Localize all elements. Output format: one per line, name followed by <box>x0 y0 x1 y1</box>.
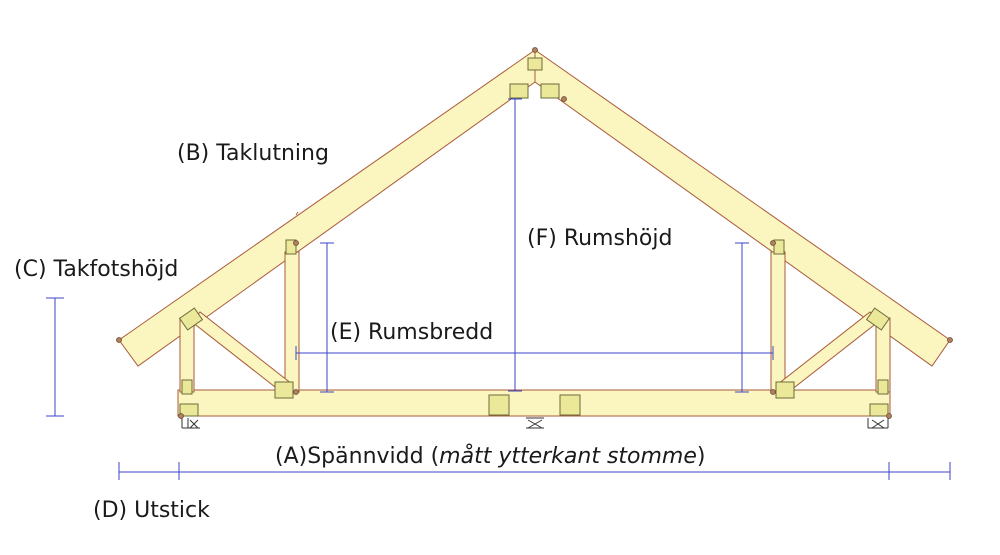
label-a-suffix: ) <box>696 444 706 469</box>
label-d-overhang: (D) Utstick <box>93 498 210 523</box>
gusset-plates <box>178 57 891 417</box>
label-a-italic: mått ytterkant stomme <box>439 444 697 469</box>
label-b-roof-pitch: (B) Taklutning <box>177 141 329 166</box>
right-rafter <box>534 49 951 367</box>
left-knee-wall <box>284 251 300 393</box>
right-knee-wall <box>770 251 786 393</box>
supports <box>181 417 889 429</box>
label-f-room-height: (F) Rumshöjd <box>527 226 673 251</box>
rafter-mark <box>295 211 299 216</box>
label-e-room-width: (E) Rumsbredd <box>330 320 494 345</box>
label-c-eave-height: (C) Takfotshöjd <box>14 257 179 282</box>
label-a-span: (A)Spännvidd (mått ytterkant stomme) <box>275 446 706 468</box>
dimension-lines <box>46 98 951 480</box>
bolts <box>116 47 953 419</box>
label-a-prefix: (A)Spännvidd ( <box>275 444 440 469</box>
